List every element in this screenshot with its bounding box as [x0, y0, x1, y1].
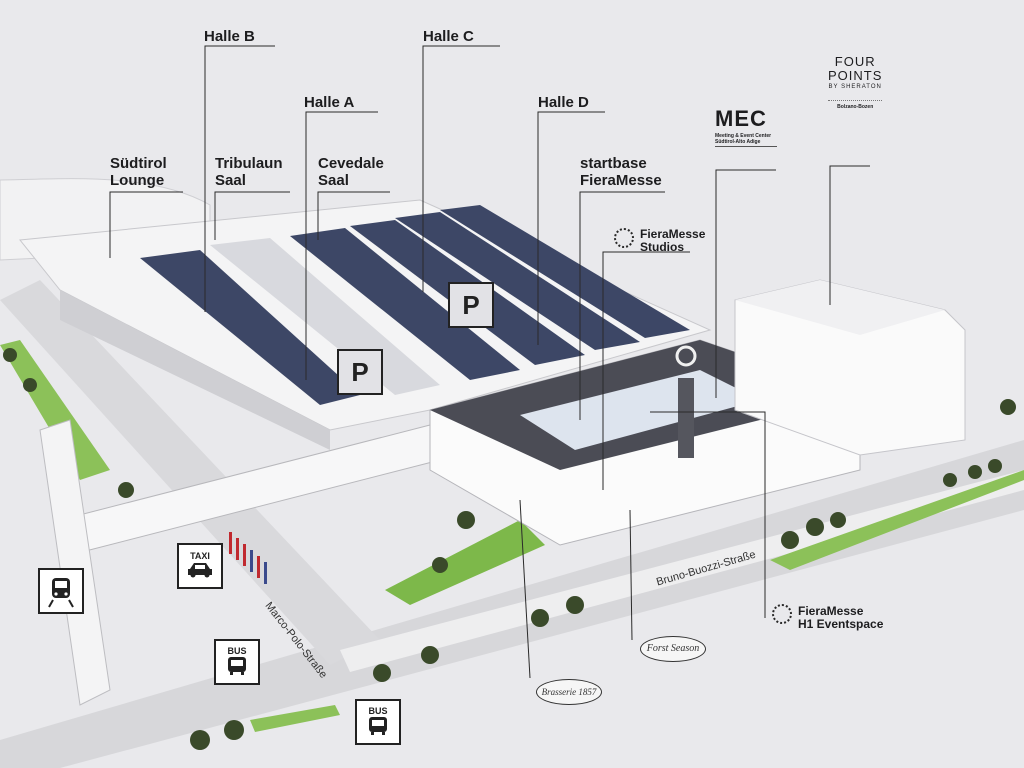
label-fieramesse-h1: FieraMesse H1 Eventspace	[798, 604, 884, 631]
solar-rows	[140, 205, 690, 405]
label-halle-a: Halle A	[304, 94, 355, 111]
label-halle-b: Halle B	[204, 28, 255, 45]
bus-stop-icon-1: BUS	[214, 639, 260, 685]
mec-logo-subtitle: Meeting & Event Center Südtirol-Alto Adi…	[715, 133, 772, 145]
bus-stop-icon-2: BUS	[355, 699, 401, 745]
bruno-buozzi-road	[0, 440, 1024, 768]
callout-lines	[109, 45, 870, 679]
parking-sign-2: P	[337, 349, 383, 395]
lawn-left	[0, 340, 110, 480]
label-tribulaun-saal: Tribulaun Saal	[215, 155, 283, 189]
lawn-right	[770, 470, 1024, 570]
train-icon	[48, 578, 74, 608]
lawn-bottom	[250, 705, 340, 732]
marco-polo-road	[0, 280, 380, 665]
four-points-line1: FOUR	[834, 54, 876, 69]
flag-poles	[229, 532, 267, 584]
parking-sign-1: P	[448, 282, 494, 328]
taxi-label: TAXI	[190, 551, 210, 561]
sidewalk	[340, 470, 1024, 672]
train-station-icon	[38, 568, 84, 614]
mec-logo-title: MEC	[715, 106, 767, 131]
fieramesse-studios-icon	[614, 228, 634, 248]
label-halle-c: Halle C	[423, 28, 474, 45]
halls-facade	[60, 290, 330, 450]
mec-tower	[678, 378, 694, 458]
label-cevedale-saal: Cevedale Saal	[318, 155, 384, 189]
forst-season-logo: Forst Season	[640, 636, 706, 662]
four-points-logo: FOUR POINTS BY SHERATON Bolzano-Bozen	[828, 54, 883, 111]
hotel-roof	[735, 280, 945, 335]
brasserie-logo: Brasserie 1857	[536, 679, 602, 705]
label-suedtirol-lounge: Südtirol Lounge	[110, 155, 167, 189]
bus-label-2: BUS	[368, 706, 388, 716]
label-fieramesse-studios: FieraMesse Studios	[640, 227, 706, 254]
trees	[3, 348, 1016, 750]
four-points-city: Bolzano-Bozen	[828, 100, 883, 111]
label-startbase: startbase FieraMesse	[580, 155, 662, 189]
label-halle-d: Halle D	[538, 94, 589, 111]
four-points-by: BY SHERATON	[828, 84, 882, 90]
four-points-line2: POINTS	[828, 68, 883, 83]
bus-label-1: BUS	[227, 646, 247, 656]
mec-glass-roof	[520, 370, 760, 450]
bus-icon	[228, 657, 246, 675]
fieramesse-h1-icon	[772, 604, 792, 624]
bus-icon	[369, 717, 387, 735]
mec-tower-logo	[675, 345, 697, 367]
lawn-front	[385, 520, 545, 605]
mec-logo-partners	[715, 146, 777, 161]
taxi-stand-icon: TAXI	[177, 543, 223, 589]
taxi-car-icon	[188, 563, 212, 578]
